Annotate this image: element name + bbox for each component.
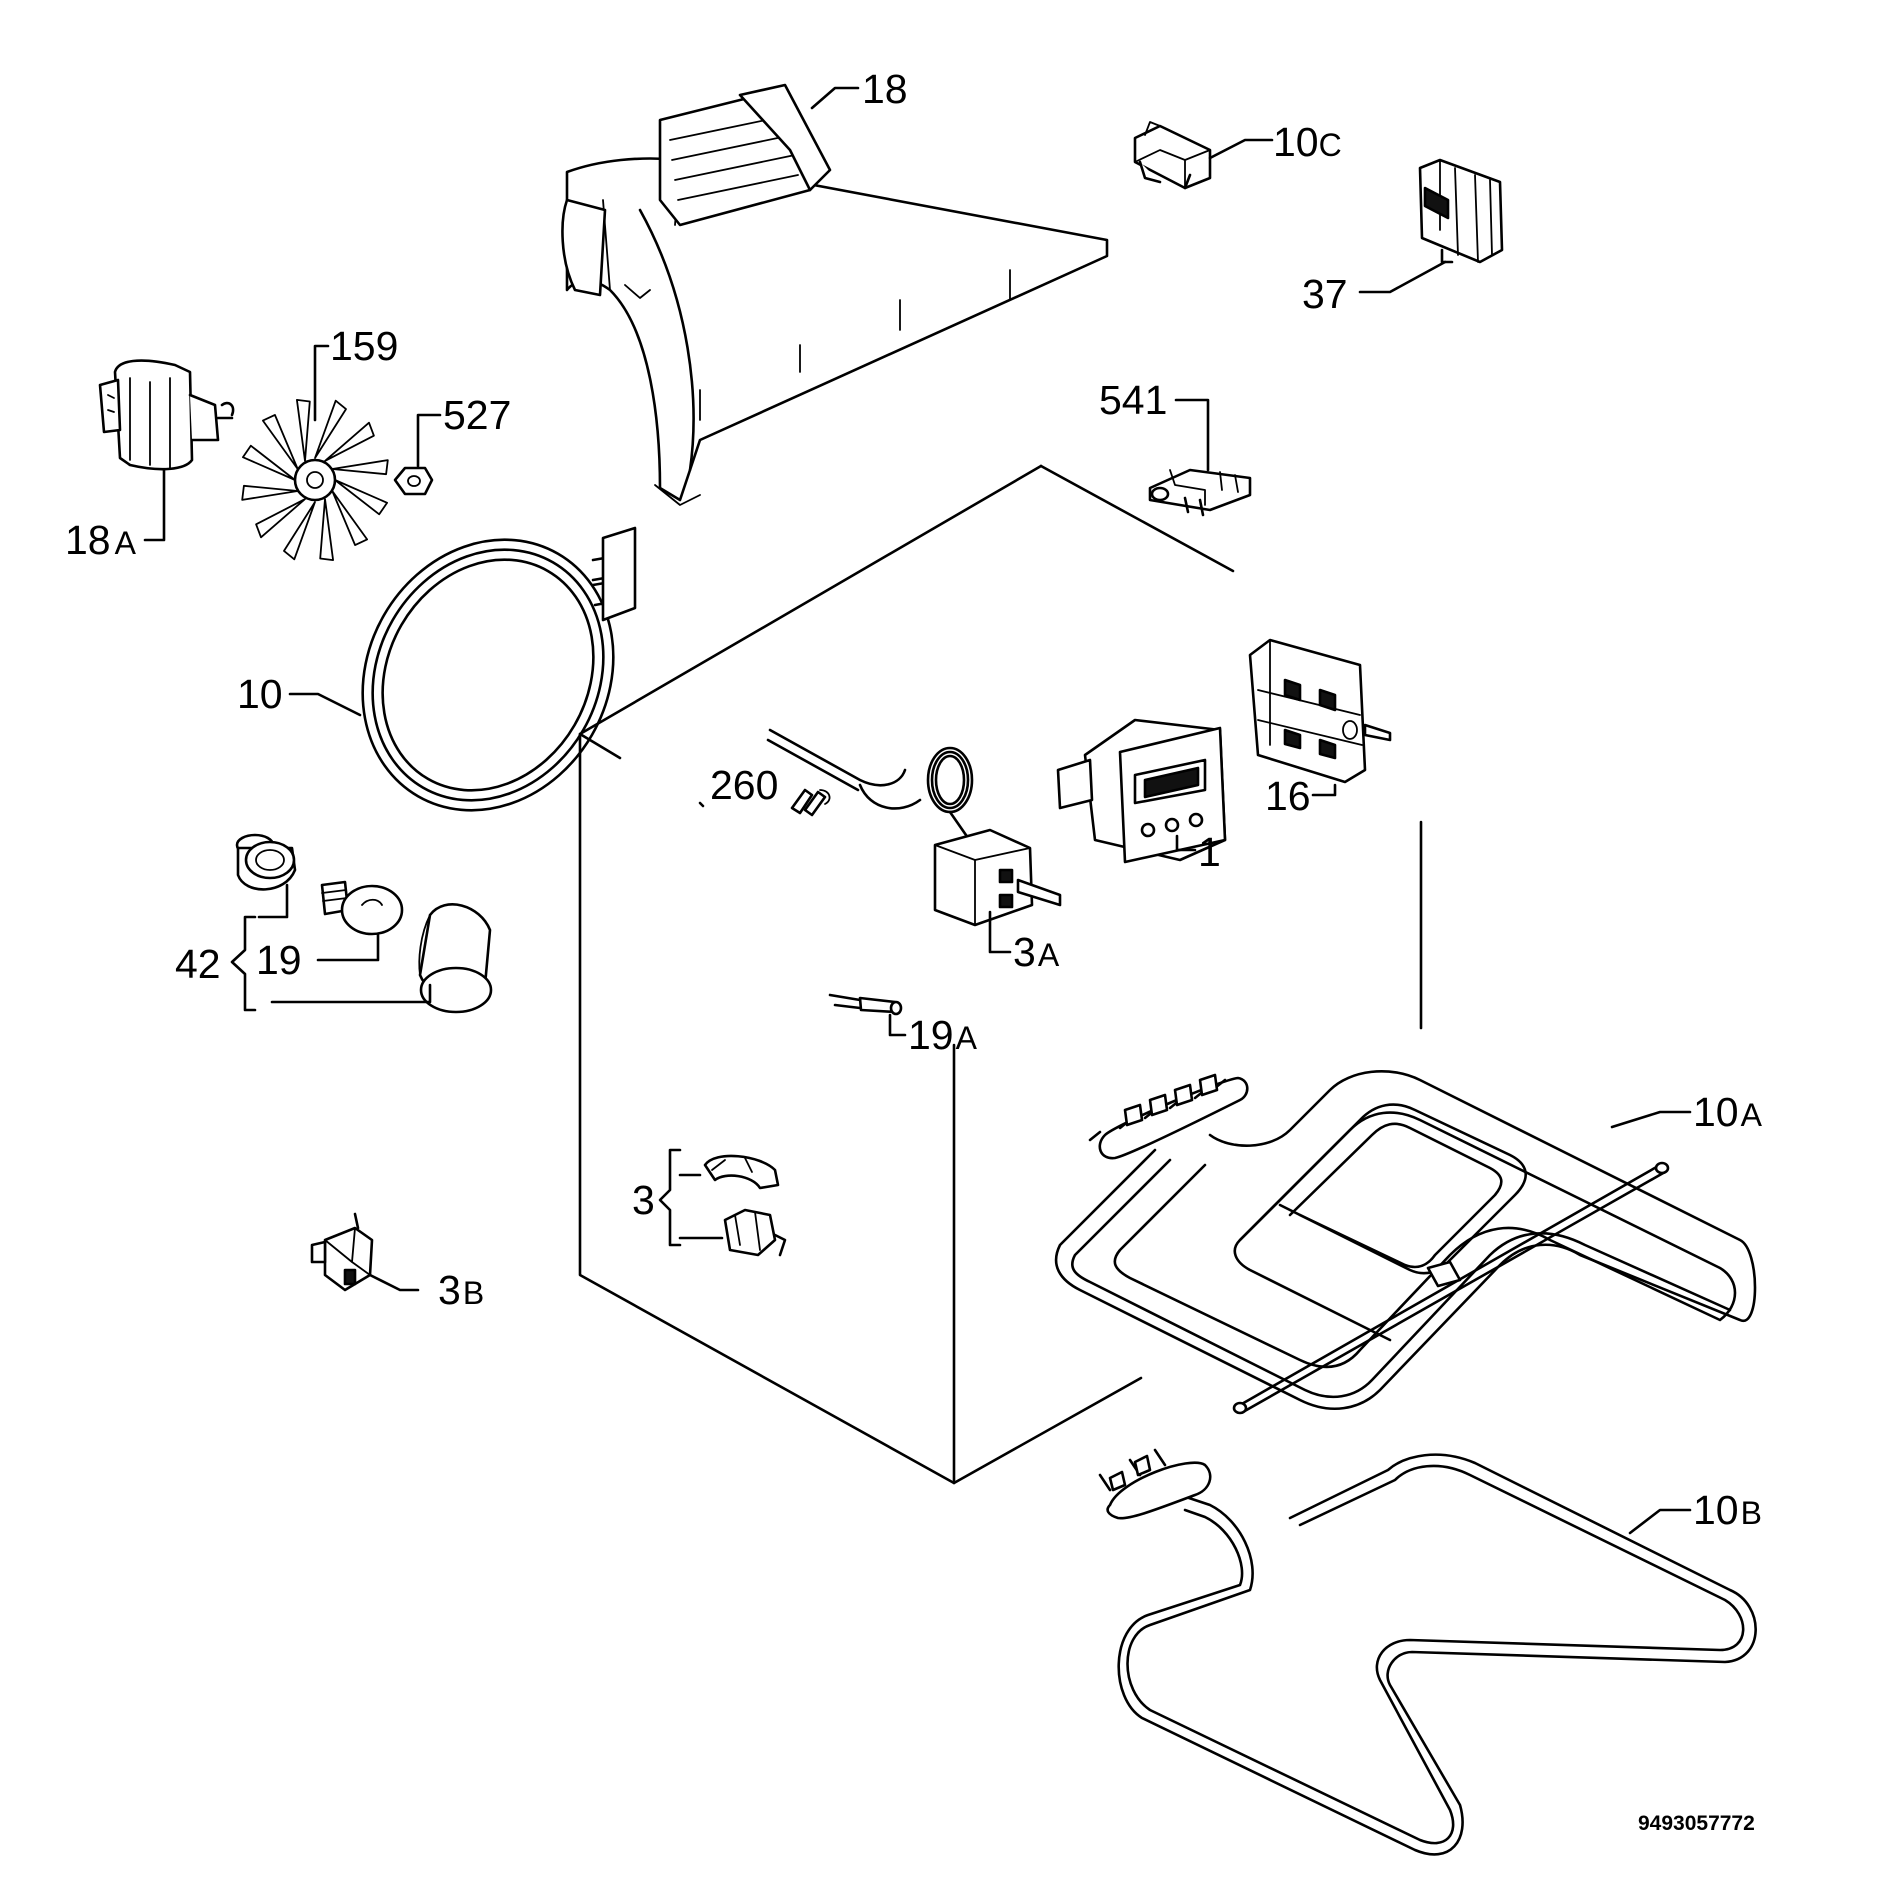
selector-switch-part [1248, 638, 1392, 784]
leader-10a [1610, 1110, 1692, 1129]
leader-42-bottom [270, 983, 432, 1004]
fan-motor-part [98, 359, 235, 471]
fan-blade [319, 498, 334, 561]
lamp-cover-part [418, 903, 493, 1014]
label-3a: 3A [1013, 929, 1060, 975]
fan-duct-part [561, 83, 1109, 506]
fan-blade [262, 414, 299, 470]
nut-part [393, 466, 434, 496]
label-19: 19 [256, 937, 302, 983]
leader-527 [416, 413, 442, 468]
label-37: 37 [1302, 271, 1348, 317]
label-42: 42 [175, 941, 221, 987]
switch-part-37 [1418, 158, 1504, 264]
label-16: 16 [1265, 773, 1311, 819]
connector-part-541 [1148, 468, 1252, 517]
leader-42-top [257, 883, 289, 919]
electronic-timer-part [1056, 718, 1227, 864]
leader-260 [698, 801, 705, 808]
label-10c: 10C [1273, 119, 1342, 165]
circular-heating-element [361, 526, 637, 812]
label-3: 3 [632, 1177, 655, 1223]
fan-blade [283, 501, 316, 561]
fan-blade [331, 459, 389, 476]
fan-blade [296, 399, 311, 462]
leader-3 [678, 1173, 724, 1240]
leader-19 [316, 933, 380, 962]
fan-impeller-part [241, 399, 389, 561]
label-10: 10 [237, 671, 283, 717]
oven-cavity-outline [578, 464, 1423, 1485]
switch-part-3b [310, 1212, 374, 1292]
switch-part-10c [1133, 121, 1212, 190]
leader-16 [1311, 783, 1337, 797]
leader-10b [1628, 1508, 1692, 1535]
label-10a: 10A [1693, 1089, 1763, 1135]
sensor-part [828, 993, 903, 1016]
fan-blade [334, 479, 388, 516]
leader-18 [810, 86, 860, 110]
leader-19a [888, 1013, 907, 1037]
bottom-heating-element [1098, 1448, 1757, 1856]
leader-10 [288, 692, 362, 717]
label-3b: 3B [438, 1267, 484, 1313]
bracket-3 [658, 1148, 682, 1247]
fan-blade [242, 444, 296, 481]
label-1: 1 [1198, 829, 1221, 875]
bracket-42 [230, 915, 257, 1012]
label-10b: 10B [1693, 1487, 1762, 1533]
thermostat-part [766, 728, 1062, 927]
grill-heating-element [1054, 1070, 1757, 1415]
label-260: 260 [710, 762, 778, 808]
leader-3b [368, 1273, 420, 1292]
leader-541 [1174, 398, 1210, 472]
fan-blade [241, 484, 299, 501]
fan-blade [324, 421, 375, 462]
label-18: 18 [862, 66, 908, 112]
leader-37 [1358, 260, 1447, 294]
label-527: 527 [443, 392, 511, 438]
drawing-code: 9493057772 [1638, 1812, 1755, 1835]
leader-10c [1208, 138, 1274, 160]
label-159: 159 [330, 323, 398, 369]
thermal-cutout-part [703, 1154, 787, 1257]
lamp-bulb-part [320, 880, 404, 936]
fan-blade [255, 498, 306, 539]
leader-3a [988, 910, 1012, 954]
clip-part [790, 788, 831, 817]
fan-blade [331, 490, 368, 546]
leader-159 [313, 344, 330, 422]
lamp-holder-part [235, 833, 297, 891]
fan-blade [314, 399, 347, 459]
leader-18a [143, 468, 166, 542]
label-19a: 19A [908, 1012, 978, 1058]
label-541: 541 [1099, 377, 1167, 423]
leader-1 [1175, 834, 1197, 852]
